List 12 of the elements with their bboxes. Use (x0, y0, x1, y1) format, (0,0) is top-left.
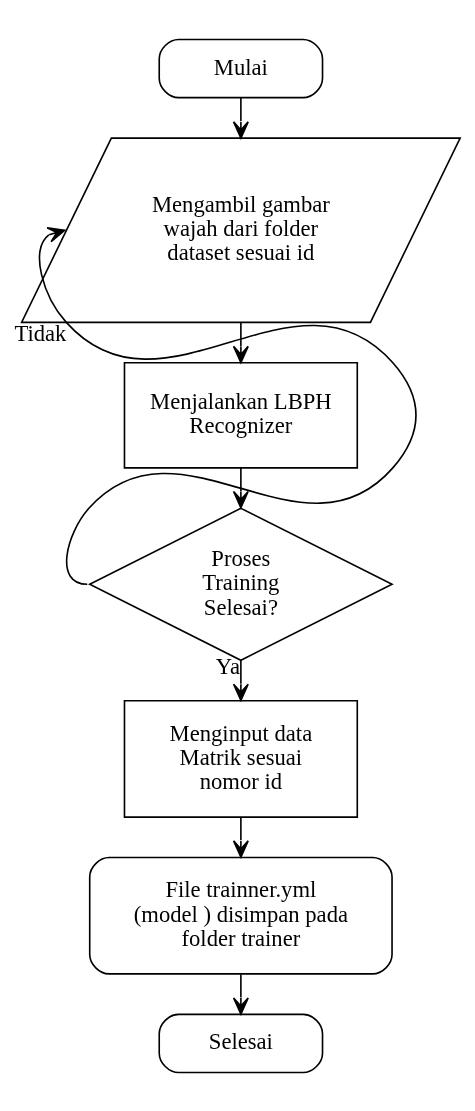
arrow (232, 815, 249, 858)
arrow (232, 96, 249, 139)
node-box: Menginput data Matrik sesuai nomor id (123, 699, 359, 818)
arrow (232, 321, 249, 363)
arrow (232, 973, 249, 1015)
arrow (232, 659, 249, 701)
arrow (38, 226, 417, 585)
node-box: File trainner.yml (model ) disimpan pada folder trainer (88, 856, 393, 975)
arrow (232, 466, 249, 508)
node-box: Mulai (158, 38, 324, 98)
node-box: Selesai (158, 1013, 324, 1073)
node-box: Menjalankan LBPH Recognizer (123, 361, 359, 469)
